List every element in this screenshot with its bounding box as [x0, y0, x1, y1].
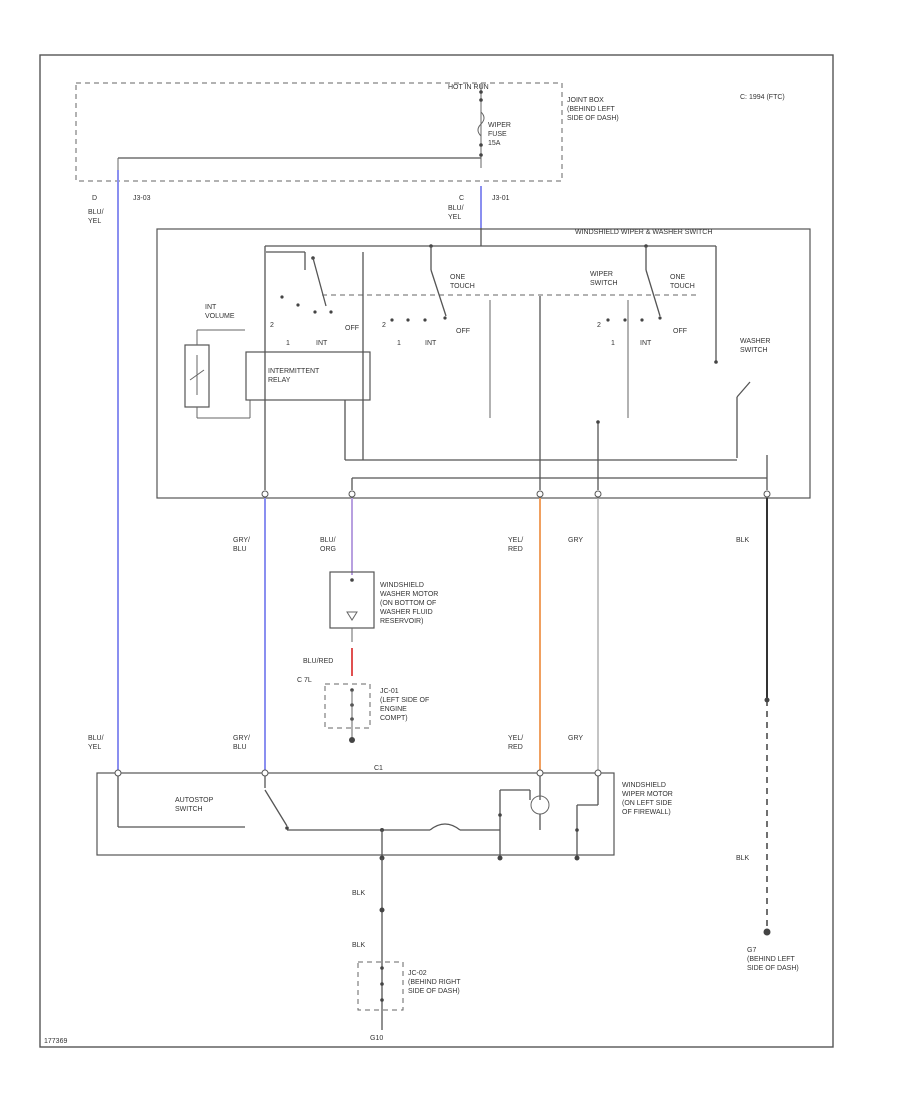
sw3-int: INT	[640, 340, 652, 347]
ground-g7-icon	[763, 928, 771, 936]
sw2-pos-1: 1	[397, 340, 401, 347]
pin-d-label: D	[92, 195, 97, 202]
wire-blk-label-2: BLK	[736, 855, 750, 862]
wiper-motor-conn: C1	[374, 765, 383, 772]
wire-gry-label-1: GRY	[568, 537, 583, 544]
switch-block-title: WINDSHIELD WIPER & WASHER SWITCH	[575, 229, 712, 236]
switch-contact-1	[312, 257, 327, 307]
variable-resistor-icon	[189, 355, 205, 395]
joint-box-outline	[75, 82, 563, 182]
wire-gry-blu-label-2: GRY/BLU	[233, 735, 250, 751]
wire-blu-yel-label-top-right: BLU/YEL	[448, 205, 464, 221]
conn-j3-03-label: J3-03	[133, 195, 151, 202]
diagram-code: C: 1994 (FTC)	[740, 94, 785, 101]
sw1-off: OFF	[345, 325, 359, 332]
sw2-pos-2: 2	[382, 322, 386, 329]
sw3-pos-2: 2	[597, 322, 601, 329]
pin-c-label: C	[459, 195, 464, 202]
sw3-off: OFF	[673, 328, 687, 335]
wiper-washer-switch-box	[156, 228, 811, 499]
switch-contact-3	[645, 269, 661, 317]
autostop-switch-contact	[264, 789, 288, 827]
wire-yel-red-label-1: YEL/RED	[508, 537, 523, 553]
sw2-off: OFF	[456, 328, 470, 335]
washer-conn-label: C 7L	[297, 677, 312, 684]
figure-id: 177369	[44, 1038, 67, 1045]
sw1-int: INT	[316, 340, 328, 347]
diagram-frame	[39, 54, 834, 1048]
washer-switch-contact	[736, 381, 751, 398]
wire-blu-yel-label-top: BLU/YEL	[88, 209, 104, 225]
sw2-int: INT	[425, 340, 437, 347]
fuse-icon	[477, 111, 485, 137]
jc02-junction	[357, 961, 404, 1011]
switch-contact-2	[430, 269, 447, 317]
wire-blu-yel-label-bottom: BLU/YEL	[88, 735, 104, 751]
conn-j3-01-label: J3-01	[492, 195, 510, 202]
motor-icon	[346, 611, 358, 621]
sw1-pos-1: 1	[286, 340, 290, 347]
wire-yel-red-label-2: YEL/RED	[508, 735, 523, 751]
jc01-junction	[324, 683, 371, 729]
washer-ground-icon	[349, 737, 355, 743]
wire-gry-label-2: GRY	[568, 735, 583, 742]
wire-blu-org-label: BLU/ORG	[320, 537, 336, 553]
wiper-motor-box	[96, 772, 615, 856]
intermittent-relay	[245, 351, 371, 401]
wire-blk-label-1: BLK	[736, 537, 750, 544]
wire-blk-label-4: BLK	[352, 942, 366, 949]
wire-gry-blu-label-1: GRY/BLU	[233, 537, 250, 553]
hot-in-run-label: HOT IN RUN	[448, 84, 489, 91]
circuit-breaker-icon	[429, 823, 461, 831]
sw3-pos-1: 1	[611, 340, 615, 347]
wire-blk-label-3: BLK	[352, 890, 366, 897]
wire-blu-red-label: BLU/RED	[303, 658, 333, 665]
ground-g10-label: G10	[370, 1035, 383, 1042]
sw1-pos-2: 2	[270, 322, 274, 329]
